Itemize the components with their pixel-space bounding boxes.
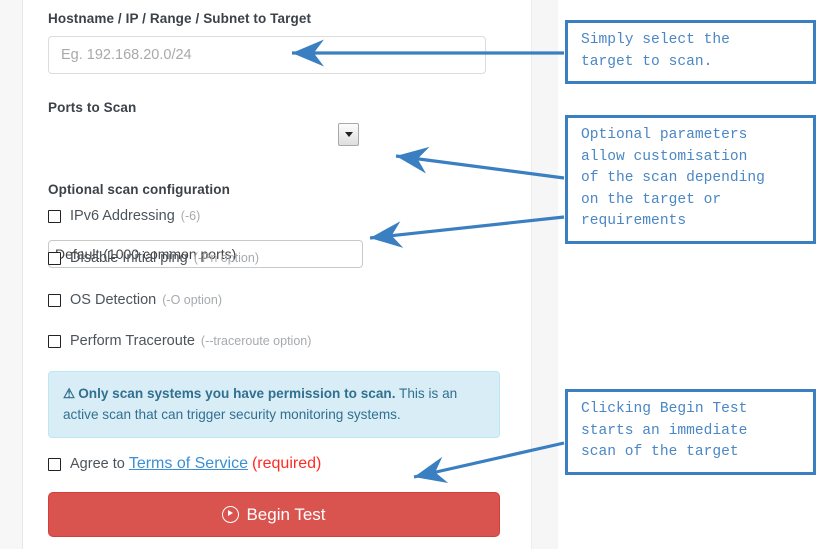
checkbox-ipv6[interactable]	[48, 209, 61, 223]
option-label: Perform Traceroute	[70, 333, 195, 349]
alert-rest-text: This is an active scan that can trigger …	[63, 386, 458, 422]
option-flag: (--traceroute option)	[200, 334, 312, 348]
begin-test-label: Begin Test	[246, 504, 326, 524]
checkbox-traceroute[interactable]	[48, 334, 61, 348]
target-input[interactable]	[48, 36, 486, 74]
terms-of-service-link[interactable]: Terms of Service	[128, 455, 248, 472]
target-field-label: Hostname / IP / Range / Subnet to Target	[48, 11, 312, 26]
ports-select[interactable]: Default (1000 common ports)	[48, 240, 363, 268]
play-circle-icon	[222, 506, 240, 523]
tos-required-label: (required)	[251, 455, 322, 472]
option-flag: (-O option)	[162, 293, 222, 307]
option-row-ipv6[interactable]: IPv6 Addressing (-6)	[48, 207, 200, 225]
chevron-down-icon	[338, 123, 359, 146]
option-row-traceroute[interactable]: Perform Traceroute (--traceroute option)	[48, 332, 311, 350]
option-label: IPv6 Addressing	[70, 208, 175, 224]
ports-select-wrapper[interactable]: Default (1000 common ports)	[48, 120, 363, 268]
page-left-gutter	[0, 0, 23, 549]
alert-strong-text: Only scan systems you have permission to…	[78, 386, 396, 401]
optional-config-label: Optional scan configuration	[48, 182, 230, 197]
option-row-os-detection[interactable]: OS Detection (-O option)	[48, 291, 222, 309]
page-right-gutter	[531, 0, 558, 549]
checkbox-os-detection[interactable]	[48, 293, 61, 307]
option-flag: (-6)	[180, 209, 201, 223]
option-row-disable-ping[interactable]: Disable Initial ping (-Pn option)	[48, 249, 259, 267]
option-flag: (-Pn option)	[193, 251, 259, 265]
begin-test-button[interactable]: Begin Test	[48, 492, 500, 537]
ports-field-label: Ports to Scan	[48, 100, 137, 115]
option-label: OS Detection	[70, 292, 157, 308]
annotation-callout-optional: Optional parameters allow customisation …	[565, 115, 816, 244]
warning-triangle-icon: ⚠	[63, 386, 76, 401]
annotation-callout-target: Simply select the target to scan.	[565, 20, 816, 84]
tos-prefix-label: Agree to	[70, 456, 125, 472]
permission-warning-alert: ⚠Only scan systems you have permission t…	[48, 371, 500, 438]
checkbox-terms-of-service[interactable]	[48, 457, 61, 471]
annotation-callout-begin-test: Clicking Begin Test starts an immediate …	[565, 389, 816, 475]
option-label: Disable Initial ping	[70, 250, 188, 266]
checkbox-disable-ping[interactable]	[48, 251, 61, 265]
tos-row[interactable]: Agree to Terms of Service (required)	[48, 455, 321, 473]
